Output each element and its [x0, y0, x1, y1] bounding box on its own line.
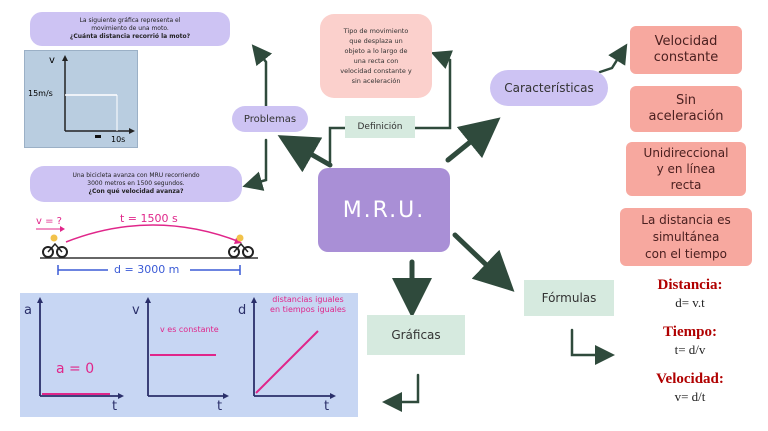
- graph-a-axis: a: [24, 303, 32, 318]
- char-unidireccional: Unidireccional y en línea recta: [626, 142, 746, 196]
- graph-v-t: t: [217, 399, 223, 414]
- graph-a-t: t: [112, 399, 118, 414]
- char4-line2: simultánea: [652, 229, 720, 244]
- distance-linear-line: [255, 330, 319, 394]
- formula-velocidad: v= d/t: [674, 389, 706, 404]
- formula-tiempo: t= d/v: [674, 342, 706, 357]
- line-to-definicion: [328, 126, 347, 164]
- char4-line1: La distancia es: [641, 212, 731, 227]
- problem2-line2: 3000 metros en 1500 segundos.: [87, 180, 185, 187]
- formulas-label: Fórmulas: [541, 291, 597, 305]
- formula-list: Distancia: d= v.t Tiempo: t= d/v Velocid…: [620, 276, 760, 426]
- caracteristicas-label: Características: [504, 81, 594, 95]
- graph-d-caption1: distancias iguales: [272, 295, 344, 304]
- arrow-to-chars: [598, 43, 628, 74]
- arrow-to-caracteristicas: [445, 117, 501, 163]
- char-sin-aceleracion: Sin aceleración: [630, 86, 742, 132]
- moto-v-label: v: [49, 55, 55, 66]
- char2-line2: aceleración: [648, 109, 724, 124]
- problem1-line3: ¿Cuánta distancia recorrió la moto?: [69, 33, 191, 40]
- center-node: M.R.U.: [318, 168, 450, 252]
- arrow-to-formula-list: [570, 328, 615, 365]
- definicion-label: Definición: [357, 122, 403, 132]
- moto-value-label: 15m/s: [28, 89, 53, 98]
- definition-text-card: Tipo de movimiento que desplaza un objet…: [320, 14, 432, 98]
- graphs-panel-svg: [37, 297, 336, 399]
- definition-line-1: Tipo de movimiento: [343, 27, 409, 35]
- char2-line1: Sin: [675, 93, 697, 108]
- moto-graph: v 15m/s 10s: [24, 50, 138, 148]
- char1-line1: Velocidad: [654, 34, 718, 49]
- graph-a-value: a = 0: [56, 361, 95, 377]
- definicion-node: Definición: [345, 116, 415, 138]
- char1-line2: constante: [653, 50, 719, 65]
- moto-graph-svg: [62, 55, 135, 138]
- problemas-node: Problemas: [232, 106, 308, 132]
- formulas-node: Fórmulas: [524, 280, 614, 316]
- graph-v-axis: v: [132, 303, 140, 318]
- bike-svg: [36, 224, 258, 275]
- bike-v-label: v = ?: [36, 216, 62, 227]
- bike-illustration: v = ? t = 1500 s d = 3000 m: [28, 208, 268, 280]
- definition-line-4: una recta con: [353, 57, 399, 65]
- graph-d-caption2: en tiempos iguales: [270, 305, 346, 314]
- moto-t-label: 10s: [111, 135, 126, 144]
- problem1-line1: La siguiente gráfica representa el: [79, 17, 181, 24]
- formula-distancia: d= v.t: [675, 295, 705, 310]
- char3-line2: y en línea: [656, 162, 716, 176]
- problem2-card: Una bicicleta avanza con MRU recorriendo…: [30, 166, 242, 202]
- bike-t-label: t = 1500 s: [120, 212, 178, 225]
- graficas-label: Gráficas: [391, 328, 441, 342]
- arrow-to-definition-text: [413, 50, 453, 130]
- problem2-line3: ¿Con qué velocidad avanza?: [88, 188, 184, 195]
- graph-v-caption: v es constante: [160, 325, 219, 334]
- char-velocidad-constante: Velocidad constante: [630, 26, 742, 74]
- graph-d-axis: d: [238, 303, 247, 318]
- graphs-panel: a t a = 0 v t v es constante d t distanc…: [20, 293, 358, 417]
- definition-line-3: objeto a lo largo de: [344, 47, 408, 55]
- problemas-label: Problemas: [243, 113, 297, 125]
- char4-line3: con el tiempo: [645, 246, 727, 261]
- definition-line-2: que desplaza un: [349, 37, 403, 45]
- problem2-line1: Una bicicleta avanza con MRU recorriendo: [72, 172, 200, 179]
- formula-tiempo-name: Tiempo:: [663, 324, 717, 340]
- graph-d-t: t: [324, 399, 330, 414]
- formula-velocidad-name: Velocidad:: [656, 371, 724, 387]
- arrow-to-formulas: [452, 232, 515, 292]
- definition-line-6: sin aceleración: [351, 77, 401, 85]
- problem1-line2: movimiento de una moto.: [91, 25, 169, 32]
- arrow-to-problemas: [277, 135, 333, 173]
- definition-line-5: velocidad constante y: [340, 67, 412, 75]
- graficas-node: Gráficas: [367, 315, 465, 355]
- arrow-to-problem2: [242, 138, 268, 191]
- problem1-card: La siguiente gráfica representa el movim…: [30, 12, 230, 46]
- char-distancia-simultanea: La distancia es simultánea con el tiempo: [620, 208, 752, 266]
- char3-line3: recta: [670, 178, 702, 192]
- arrow-to-graph-panel: [382, 373, 420, 412]
- center-title: M.R.U.: [342, 197, 426, 223]
- char3-line1: Unidireccional: [643, 146, 729, 160]
- caracteristicas-node: Características: [490, 70, 608, 106]
- formula-distancia-name: Distancia:: [657, 277, 723, 293]
- arrow-to-problem1: [251, 44, 273, 110]
- bike-d-label: d = 3000 m: [114, 263, 180, 276]
